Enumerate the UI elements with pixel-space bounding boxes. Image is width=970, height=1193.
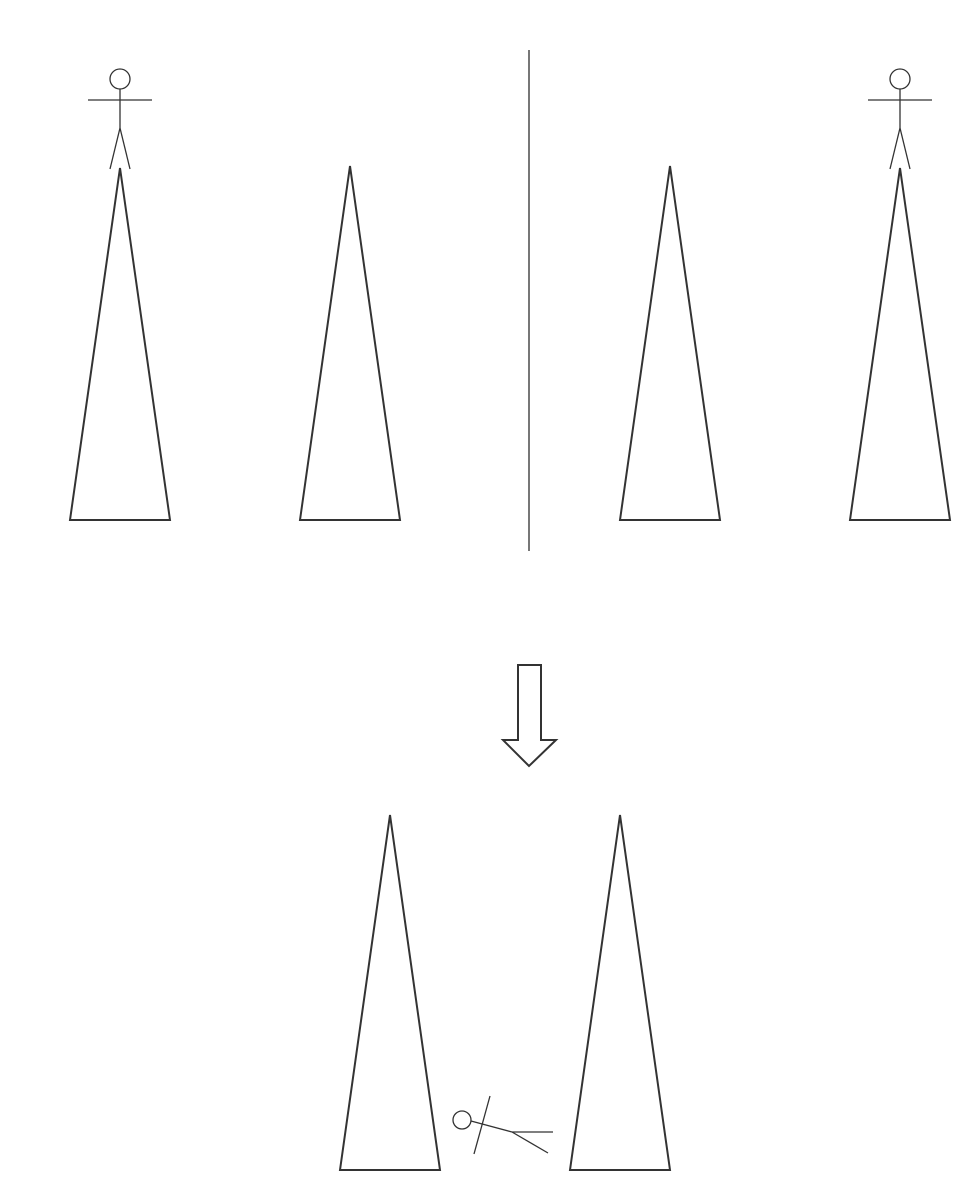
figure-leg-right (119, 127, 131, 170)
figure-head (109, 68, 131, 90)
tower-right-1 (618, 165, 722, 521)
result-scene (338, 814, 672, 1171)
figure-leg-lower (511, 1131, 549, 1154)
stick-figure-fallen (452, 1095, 553, 1155)
figure-head (452, 1110, 472, 1130)
figure-arms (473, 1095, 491, 1155)
left-panel (68, 68, 402, 521)
figure-body (470, 1120, 513, 1133)
stick-figure-standing-left (88, 68, 152, 170)
figure-leg-right (899, 127, 911, 170)
right-panel (618, 68, 952, 521)
tower-left-1 (68, 167, 172, 521)
tower-bottom-2 (568, 814, 672, 1171)
figure-leg-left (889, 127, 901, 170)
tower-left-2 (298, 165, 402, 521)
figure-head (889, 68, 911, 90)
stick-figure-standing-right (868, 68, 932, 170)
tower-bottom-1 (338, 814, 442, 1171)
figure-leg-left (109, 127, 121, 170)
down-arrow-icon (500, 664, 559, 768)
tower-right-2 (848, 167, 952, 521)
